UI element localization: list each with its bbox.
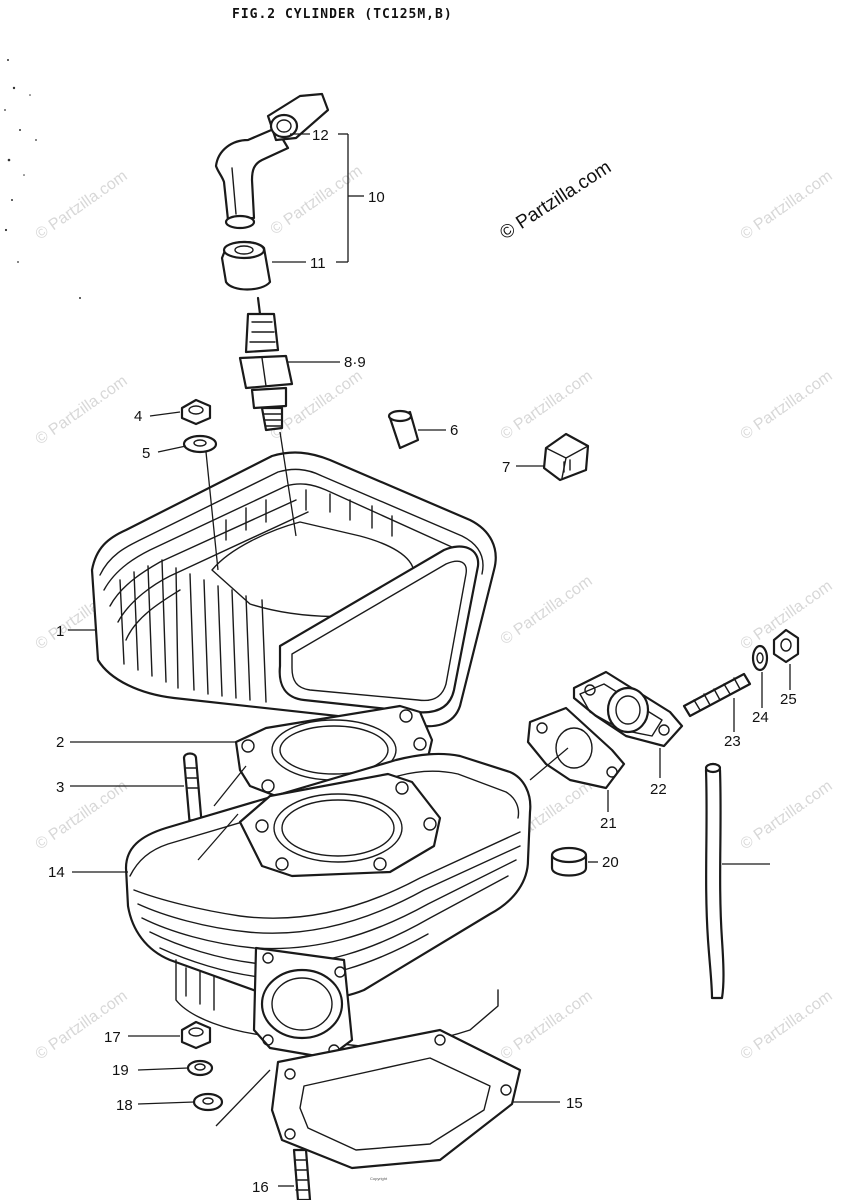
plug-cap-assembly[interactable] bbox=[214, 92, 330, 291]
exhaust-port bbox=[252, 946, 354, 1060]
callout-14[interactable]: 15 bbox=[566, 1095, 583, 1112]
intake-stud[interactable] bbox=[682, 672, 752, 718]
watermark-text: © Partzilla.com bbox=[498, 573, 596, 649]
callout-12[interactable]: 12 bbox=[312, 127, 329, 144]
exhaust-nut[interactable] bbox=[180, 1020, 212, 1050]
callout-2[interactable]: 2 bbox=[56, 734, 64, 751]
intake-nut[interactable] bbox=[772, 628, 800, 664]
callout-18[interactable]: 19 bbox=[112, 1062, 129, 1079]
callout-7[interactable]: 7 bbox=[502, 459, 510, 476]
leader-lines bbox=[68, 133, 791, 1187]
rubber-plug[interactable] bbox=[387, 409, 420, 450]
watermark-text: © Partzilla.com bbox=[498, 988, 596, 1064]
intake-gasket[interactable] bbox=[526, 706, 626, 790]
callout-6[interactable]: 6 bbox=[450, 422, 458, 439]
port-cap[interactable] bbox=[550, 846, 588, 877]
spark-plug[interactable] bbox=[238, 296, 294, 432]
cylinder-top-gasket bbox=[238, 772, 442, 878]
callout-3[interactable]: 3 bbox=[56, 779, 64, 796]
callout-5[interactable]: 5 bbox=[142, 445, 150, 462]
callout-8-9[interactable]: 8·9 bbox=[344, 354, 366, 371]
watermark-text: © Partzilla.com bbox=[33, 168, 131, 244]
base-gasket[interactable] bbox=[270, 1028, 522, 1170]
callout-22[interactable]: 23 bbox=[724, 733, 741, 750]
callout-4[interactable]: 4 bbox=[134, 408, 142, 425]
callout-16[interactable]: 17 bbox=[104, 1029, 121, 1046]
damper-block[interactable] bbox=[542, 432, 590, 482]
watermark-text: © Partzilla.com bbox=[33, 778, 131, 854]
watermark-text: © Partzilla.com bbox=[33, 988, 131, 1064]
callouts: 12 10 11 8·9 4 5 6 7 1 2 3 14 15 16 17 1… bbox=[48, 127, 797, 1196]
watermark-text: © Partzilla.com bbox=[738, 168, 836, 244]
footer-copyright: Copyright bbox=[370, 1176, 388, 1181]
copyright-stamp: © Partzilla.com bbox=[496, 157, 615, 244]
callout-17[interactable]: 18 bbox=[116, 1097, 133, 1114]
watermark-text: © Partzilla.com bbox=[738, 778, 836, 854]
callout-24[interactable]: 25 bbox=[780, 691, 797, 708]
lock-washer[interactable] bbox=[186, 1059, 214, 1077]
watermark-text: © Partzilla.com bbox=[268, 163, 366, 239]
base-stud[interactable] bbox=[292, 1148, 312, 1200]
flat-washer[interactable] bbox=[192, 1092, 224, 1112]
callout-1[interactable]: 1 bbox=[56, 623, 64, 640]
intake-lock-washer[interactable] bbox=[751, 644, 769, 672]
breather-hose[interactable] bbox=[704, 762, 725, 1000]
callout-15[interactable]: 16 bbox=[252, 1179, 269, 1196]
terminal-nut[interactable] bbox=[266, 92, 330, 142]
cylinder-head[interactable] bbox=[90, 451, 497, 728]
intake-insulator[interactable] bbox=[572, 670, 684, 748]
callout-23[interactable]: 24 bbox=[752, 709, 769, 726]
watermark-text: © Partzilla.com bbox=[738, 368, 836, 444]
callout-11[interactable]: 11 bbox=[310, 255, 326, 272]
callout-20[interactable]: 21 bbox=[600, 815, 617, 832]
figure-title: FIG.2 CYLINDER (TC125M,B) bbox=[232, 7, 453, 22]
head-nut[interactable] bbox=[180, 398, 212, 426]
head-washer[interactable] bbox=[182, 434, 218, 454]
callout-19[interactable]: 20 bbox=[602, 854, 619, 871]
watermark-text: © Partzilla.com bbox=[738, 988, 836, 1064]
scan-noise bbox=[4, 59, 81, 299]
callout-10[interactable]: 10 bbox=[368, 189, 385, 206]
watermark-text: © Partzilla.com bbox=[498, 368, 596, 444]
watermark-text: © Partzilla.com bbox=[33, 373, 131, 449]
callout-21[interactable]: 22 bbox=[650, 781, 667, 798]
seal-cap[interactable] bbox=[220, 240, 272, 291]
callout-13[interactable]: 14 bbox=[48, 864, 65, 881]
